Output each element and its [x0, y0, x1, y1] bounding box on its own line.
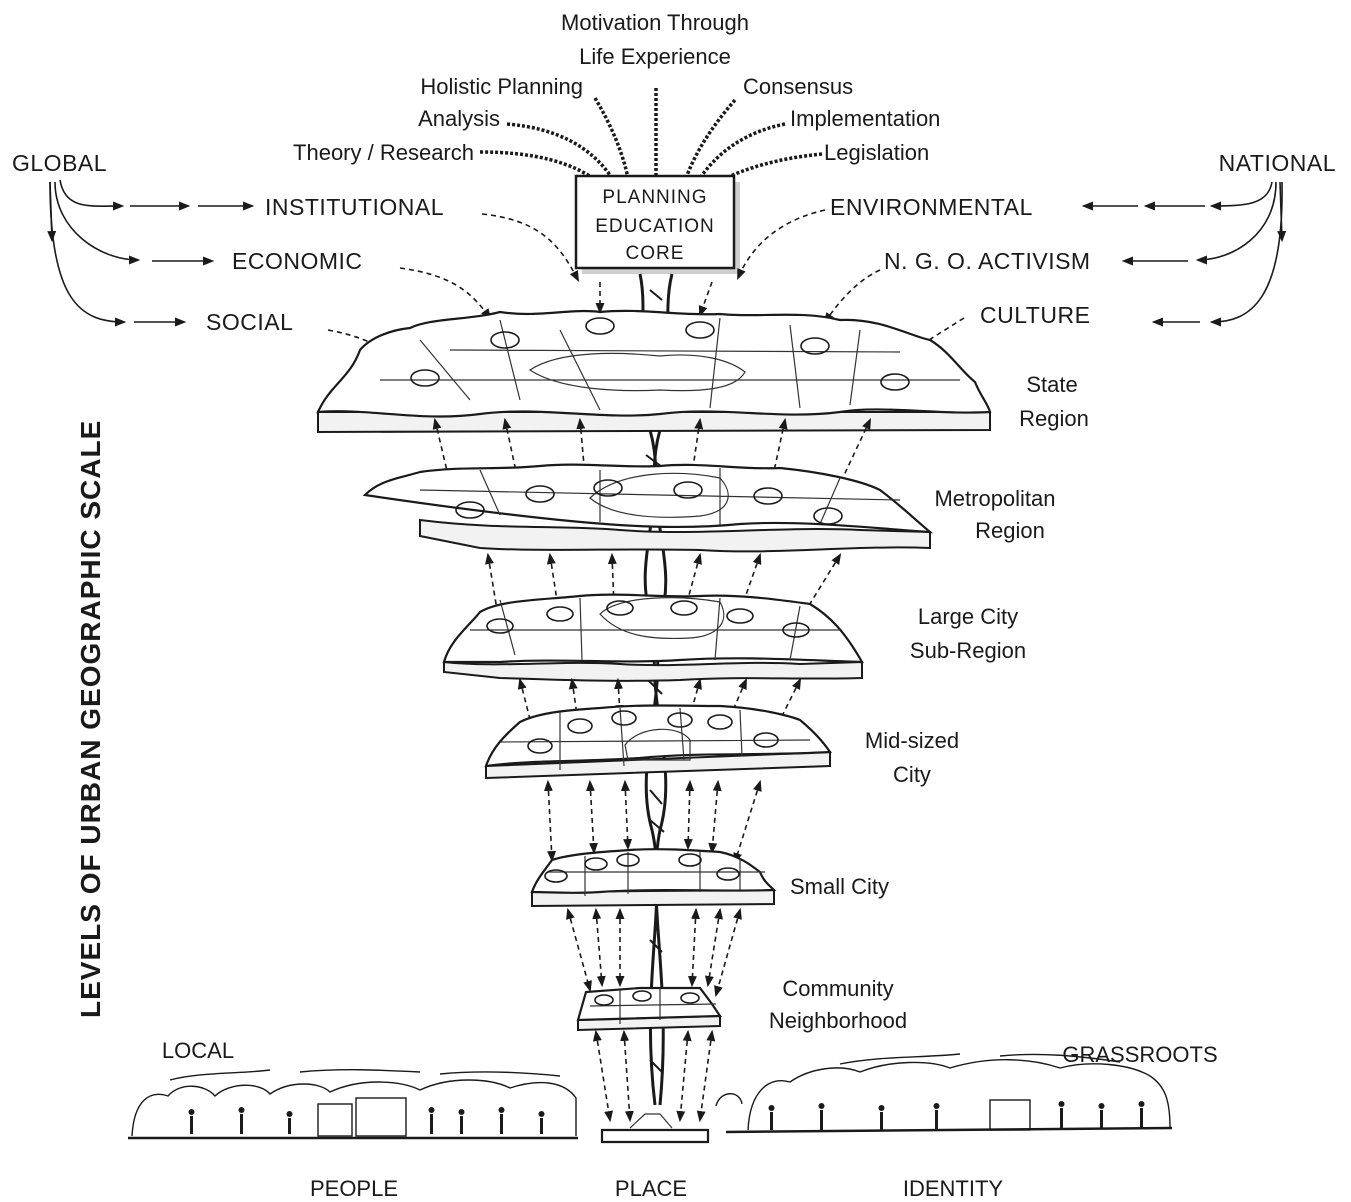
label-institutional: INSTITUTIONAL — [265, 194, 444, 220]
national-flows — [1084, 182, 1282, 322]
label-global: GLOBAL — [12, 150, 107, 176]
plate-small-city — [532, 849, 774, 906]
level-label-3a: Large City — [918, 604, 1018, 629]
label-social: SOCIAL — [206, 309, 293, 335]
plate-state-region — [318, 311, 990, 432]
core-label-1: PLANNING — [602, 187, 707, 208]
level-label-5a: Small City — [790, 874, 889, 899]
level-label-4a: Mid-sized — [865, 728, 959, 753]
label-motivation-2: Life Experience — [579, 44, 731, 69]
arrows-level-6-ground — [596, 1032, 712, 1120]
level-label-6a: Community — [782, 976, 893, 1001]
label-people: PEOPLE — [310, 1176, 398, 1201]
level-label-2a: Metropolitan — [934, 486, 1055, 511]
level-label-6b: Neighborhood — [769, 1008, 907, 1033]
core-label-2: EDUCATION — [595, 216, 714, 237]
label-theory-research: Theory / Research — [293, 140, 474, 165]
label-consensus: Consensus — [743, 74, 853, 99]
level-label-3b: Sub-Region — [910, 638, 1026, 663]
root-holistic — [595, 98, 628, 178]
label-analysis: Analysis — [418, 106, 500, 131]
place-base — [602, 1114, 708, 1142]
label-national: NATIONAL — [1219, 150, 1336, 176]
level-label-1b: Region — [1019, 406, 1089, 431]
label-implementation: Implementation — [790, 106, 940, 131]
plate-large-city — [444, 595, 862, 681]
streetscape-left — [128, 1070, 578, 1138]
roots — [480, 88, 822, 182]
label-economic: ECONOMIC — [232, 248, 363, 274]
plate-community — [578, 988, 720, 1030]
label-place: PLACE — [615, 1176, 687, 1201]
planning-education-core: PLANNING EDUCATION CORE — [576, 176, 740, 274]
axis-levels-label: LEVELS OF URBAN GEOGRAPHIC SCALE — [75, 420, 106, 1018]
core-label-3: CORE — [626, 243, 685, 264]
plate-metropolitan-region — [365, 465, 930, 552]
label-identity: IDENTITY — [903, 1176, 1004, 1201]
level-label-4b: City — [893, 762, 931, 787]
level-label-1a: State — [1026, 372, 1077, 397]
label-local: LOCAL — [162, 1038, 234, 1063]
label-ngo-activism: N. G. O. ACTIVISM — [884, 248, 1091, 274]
label-grassroots: GRASSROOTS — [1062, 1042, 1217, 1067]
label-legislation: Legislation — [824, 140, 929, 165]
label-holistic-planning: Holistic Planning — [420, 74, 583, 99]
label-motivation-1: Motivation Through — [561, 10, 749, 35]
global-flows — [50, 180, 252, 322]
root-analysis — [507, 124, 612, 178]
plate-mid-sized-city — [486, 706, 830, 779]
level-label-2b: Region — [975, 518, 1045, 543]
label-culture: CULTURE — [980, 302, 1090, 328]
label-environmental: ENVIRONMENTAL — [830, 194, 1033, 220]
